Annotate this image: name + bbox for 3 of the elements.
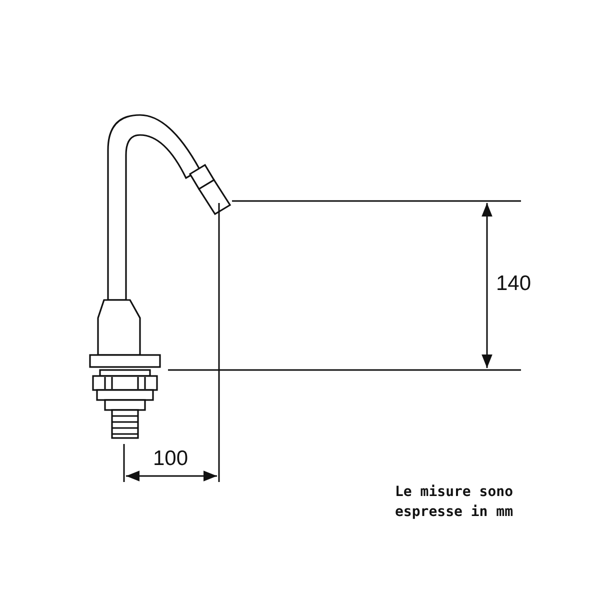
note-text: Le misure sono espresse in mm [395, 483, 514, 522]
dimension-label: 100 [153, 447, 188, 471]
dimension-label: 140 [496, 272, 532, 296]
